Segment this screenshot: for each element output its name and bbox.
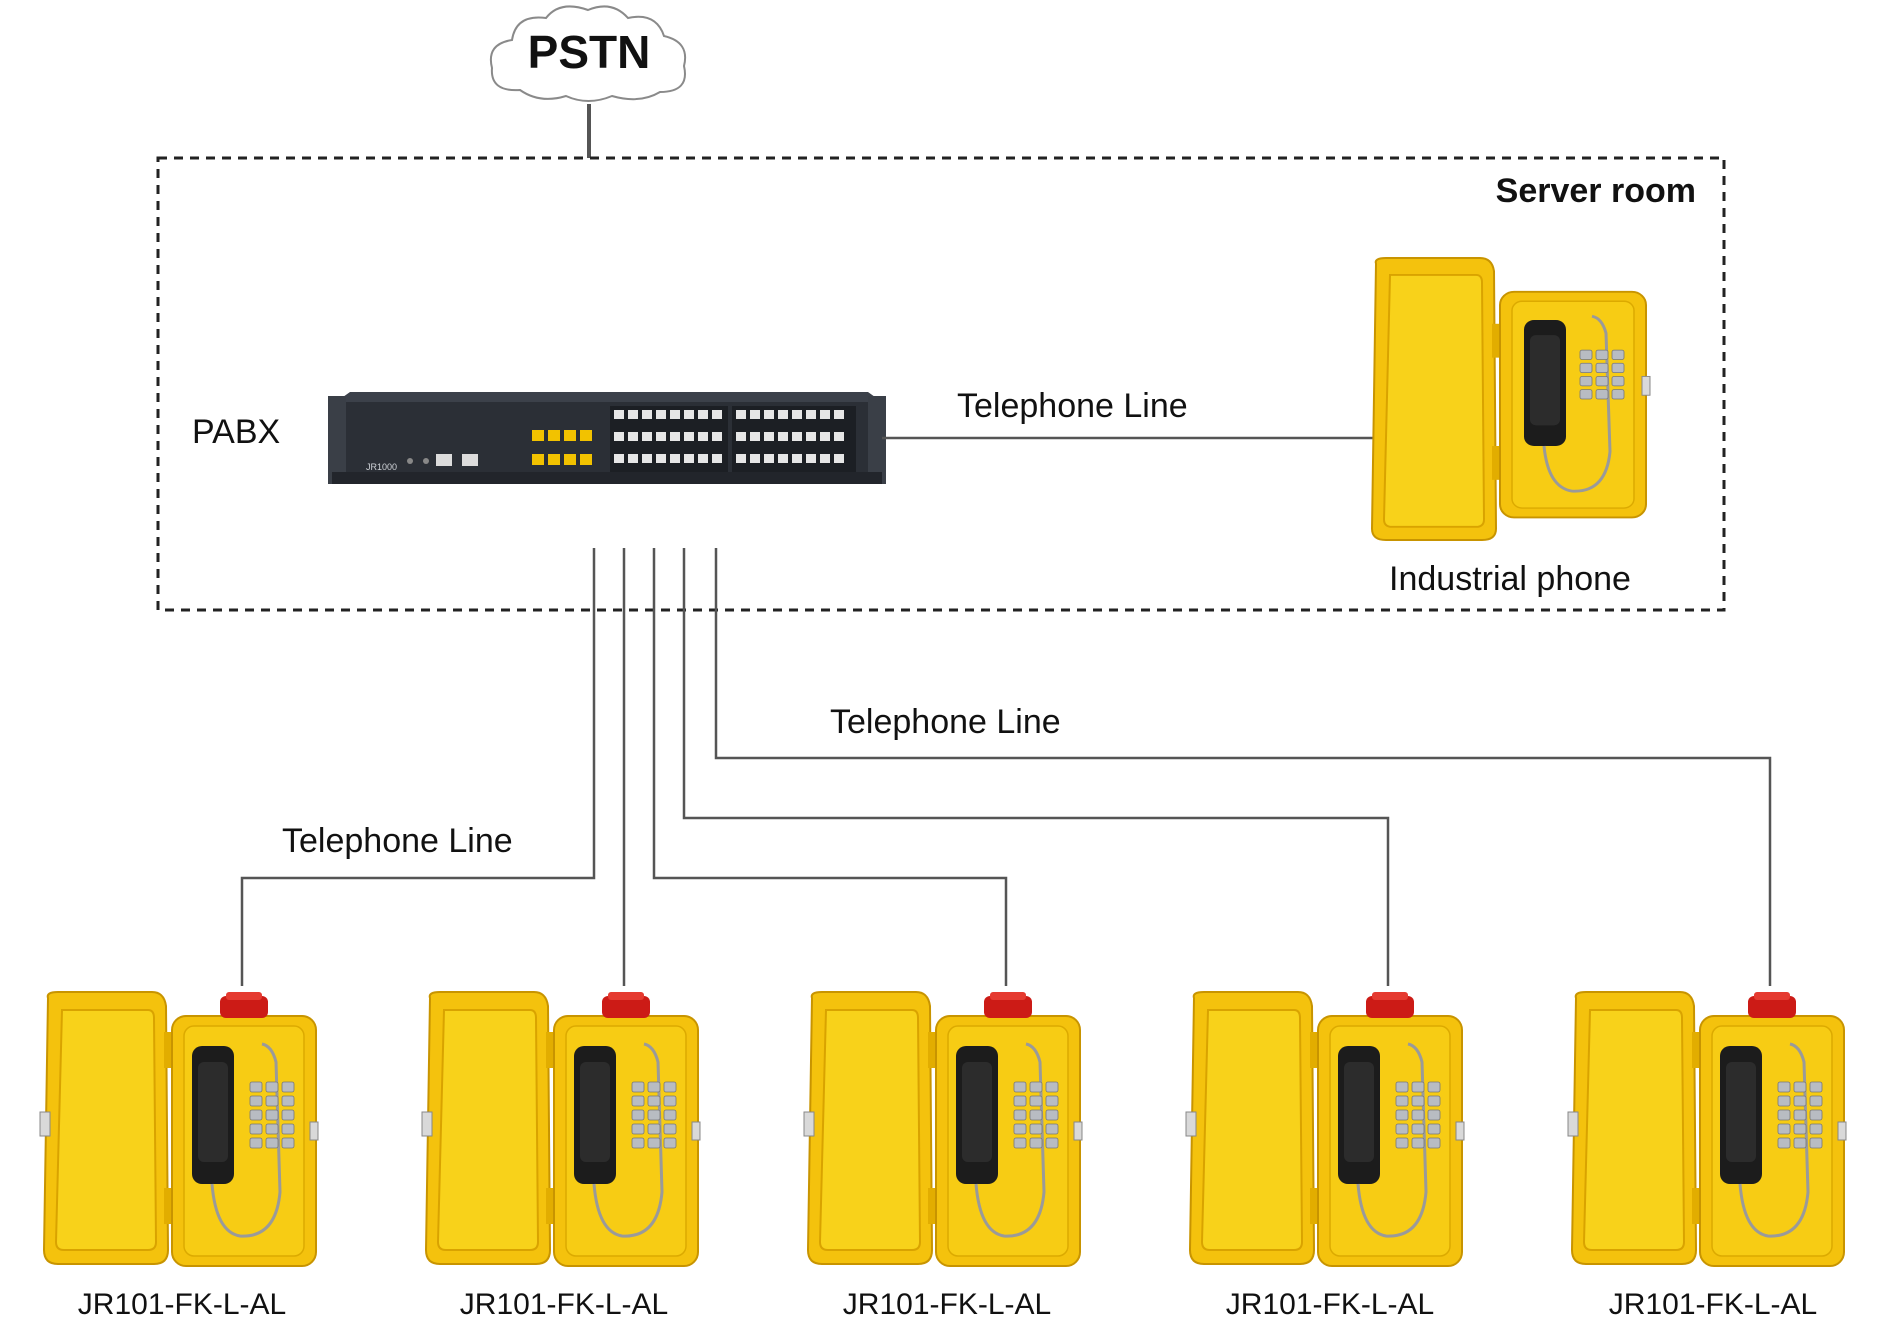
industrial-phone-label: Industrial phone [1389,560,1631,598]
line-label-left: Telephone Line [282,822,513,860]
line-to-phone-3 [652,548,1008,986]
line-label-industrial: Telephone Line [957,387,1188,425]
industrial-phone [1370,257,1651,541]
pabx-model: JR1000 [366,462,397,472]
line-to-phone-1 [240,548,596,986]
field-phone-2 [420,990,702,1268]
pabx-device: JR1000 [328,392,886,484]
field-phone-3 [802,990,1084,1268]
phone-label-3: JR101-FK-L-AL [843,1288,1051,1321]
line-to-phone-4 [682,548,1390,986]
phone-label-2: JR101-FK-L-AL [460,1288,668,1321]
field-phone-4 [1184,990,1466,1268]
pabx-label: PABX [192,413,280,451]
phone-label-1: JR101-FK-L-AL [78,1288,286,1321]
server-room-label: Server room [1496,172,1696,210]
field-phone-5 [1566,990,1848,1268]
phone-label-5: JR101-FK-L-AL [1609,1288,1817,1321]
pstn-label: PSTN [528,26,651,78]
field-lines [240,548,1772,986]
server-room-boundary [156,156,1726,612]
line-to-phone-5 [714,548,1772,986]
phone-label-4: JR101-FK-L-AL [1226,1288,1434,1321]
field-phone-1 [38,990,320,1268]
pstn-cloud: PSTN [490,5,686,102]
line-label-upper: Telephone Line [830,703,1061,741]
